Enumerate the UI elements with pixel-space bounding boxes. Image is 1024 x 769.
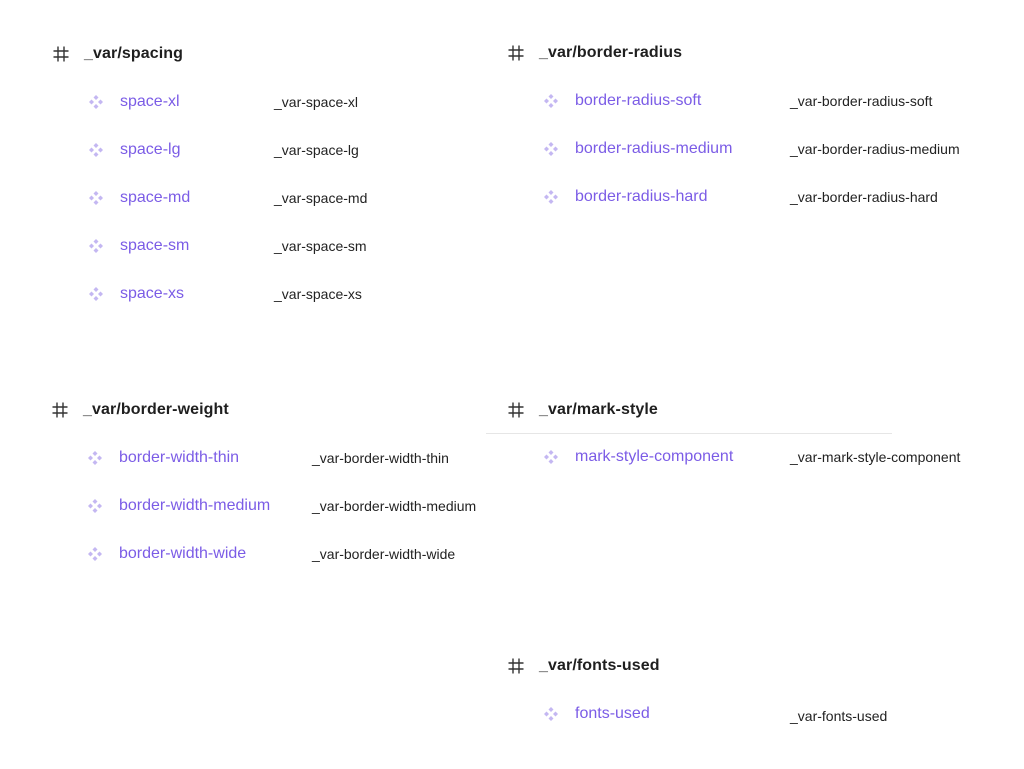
component-name: space-md [120, 189, 191, 206]
hash-icon [508, 402, 524, 418]
variable-name: _var-space-sm [274, 238, 367, 254]
component-instance-icon [89, 95, 103, 109]
group-title: _var/border-weight [83, 401, 229, 418]
component-instance-icon [88, 499, 102, 513]
component-name: space-xl [120, 93, 180, 110]
variable-name: _var-space-md [274, 190, 368, 206]
component-name: border-width-medium [119, 497, 271, 514]
component-name: mark-style-component [575, 448, 734, 465]
component-instance-icon [88, 547, 102, 561]
variable-name: _var-border-width-medium [312, 498, 477, 514]
variable-name: _var-space-xl [274, 94, 359, 110]
component-name: space-lg [120, 141, 181, 158]
component-instance-icon [544, 142, 558, 156]
variable-name: _var-mark-style-component [790, 449, 961, 465]
component-name: border-width-thin [119, 449, 240, 466]
variable-name: _var-border-width-wide [312, 546, 456, 562]
hash-icon [508, 658, 524, 674]
component-name: space-xs [120, 285, 185, 302]
variable-name: _var-fonts-used [790, 708, 888, 724]
component-instance-icon [89, 191, 103, 205]
component-name: border-radius-hard [575, 188, 708, 205]
group-title: _var/mark-style [539, 401, 658, 418]
component-name: fonts-used [575, 705, 650, 722]
variable-name: _var-space-lg [274, 142, 359, 158]
component-instance-icon [544, 450, 558, 464]
component-instance-icon [544, 707, 558, 721]
divider [486, 433, 892, 434]
group-title: _var/border-radius [539, 44, 683, 61]
component-name: space-sm [120, 237, 190, 254]
component-instance-icon [544, 94, 558, 108]
hash-icon [508, 45, 524, 61]
hash-icon [53, 46, 69, 62]
group-title: _var/fonts-used [539, 657, 660, 674]
variable-name: _var-border-width-thin [312, 450, 449, 466]
component-name: border-width-wide [119, 545, 247, 562]
group-title: _var/spacing [84, 45, 184, 62]
hash-icon [52, 402, 68, 418]
component-instance-icon [89, 287, 103, 301]
component-instance-icon [88, 451, 102, 465]
variable-name: _var-border-radius-hard [790, 189, 938, 205]
variable-name: _var-space-xs [274, 286, 362, 302]
component-instance-icon [544, 190, 558, 204]
component-name: border-radius-soft [575, 92, 702, 109]
variable-name: _var-border-radius-medium [790, 141, 960, 157]
component-name: border-radius-medium [575, 140, 733, 157]
component-instance-icon [89, 239, 103, 253]
component-instance-icon [89, 143, 103, 157]
variable-name: _var-border-radius-soft [790, 93, 933, 109]
